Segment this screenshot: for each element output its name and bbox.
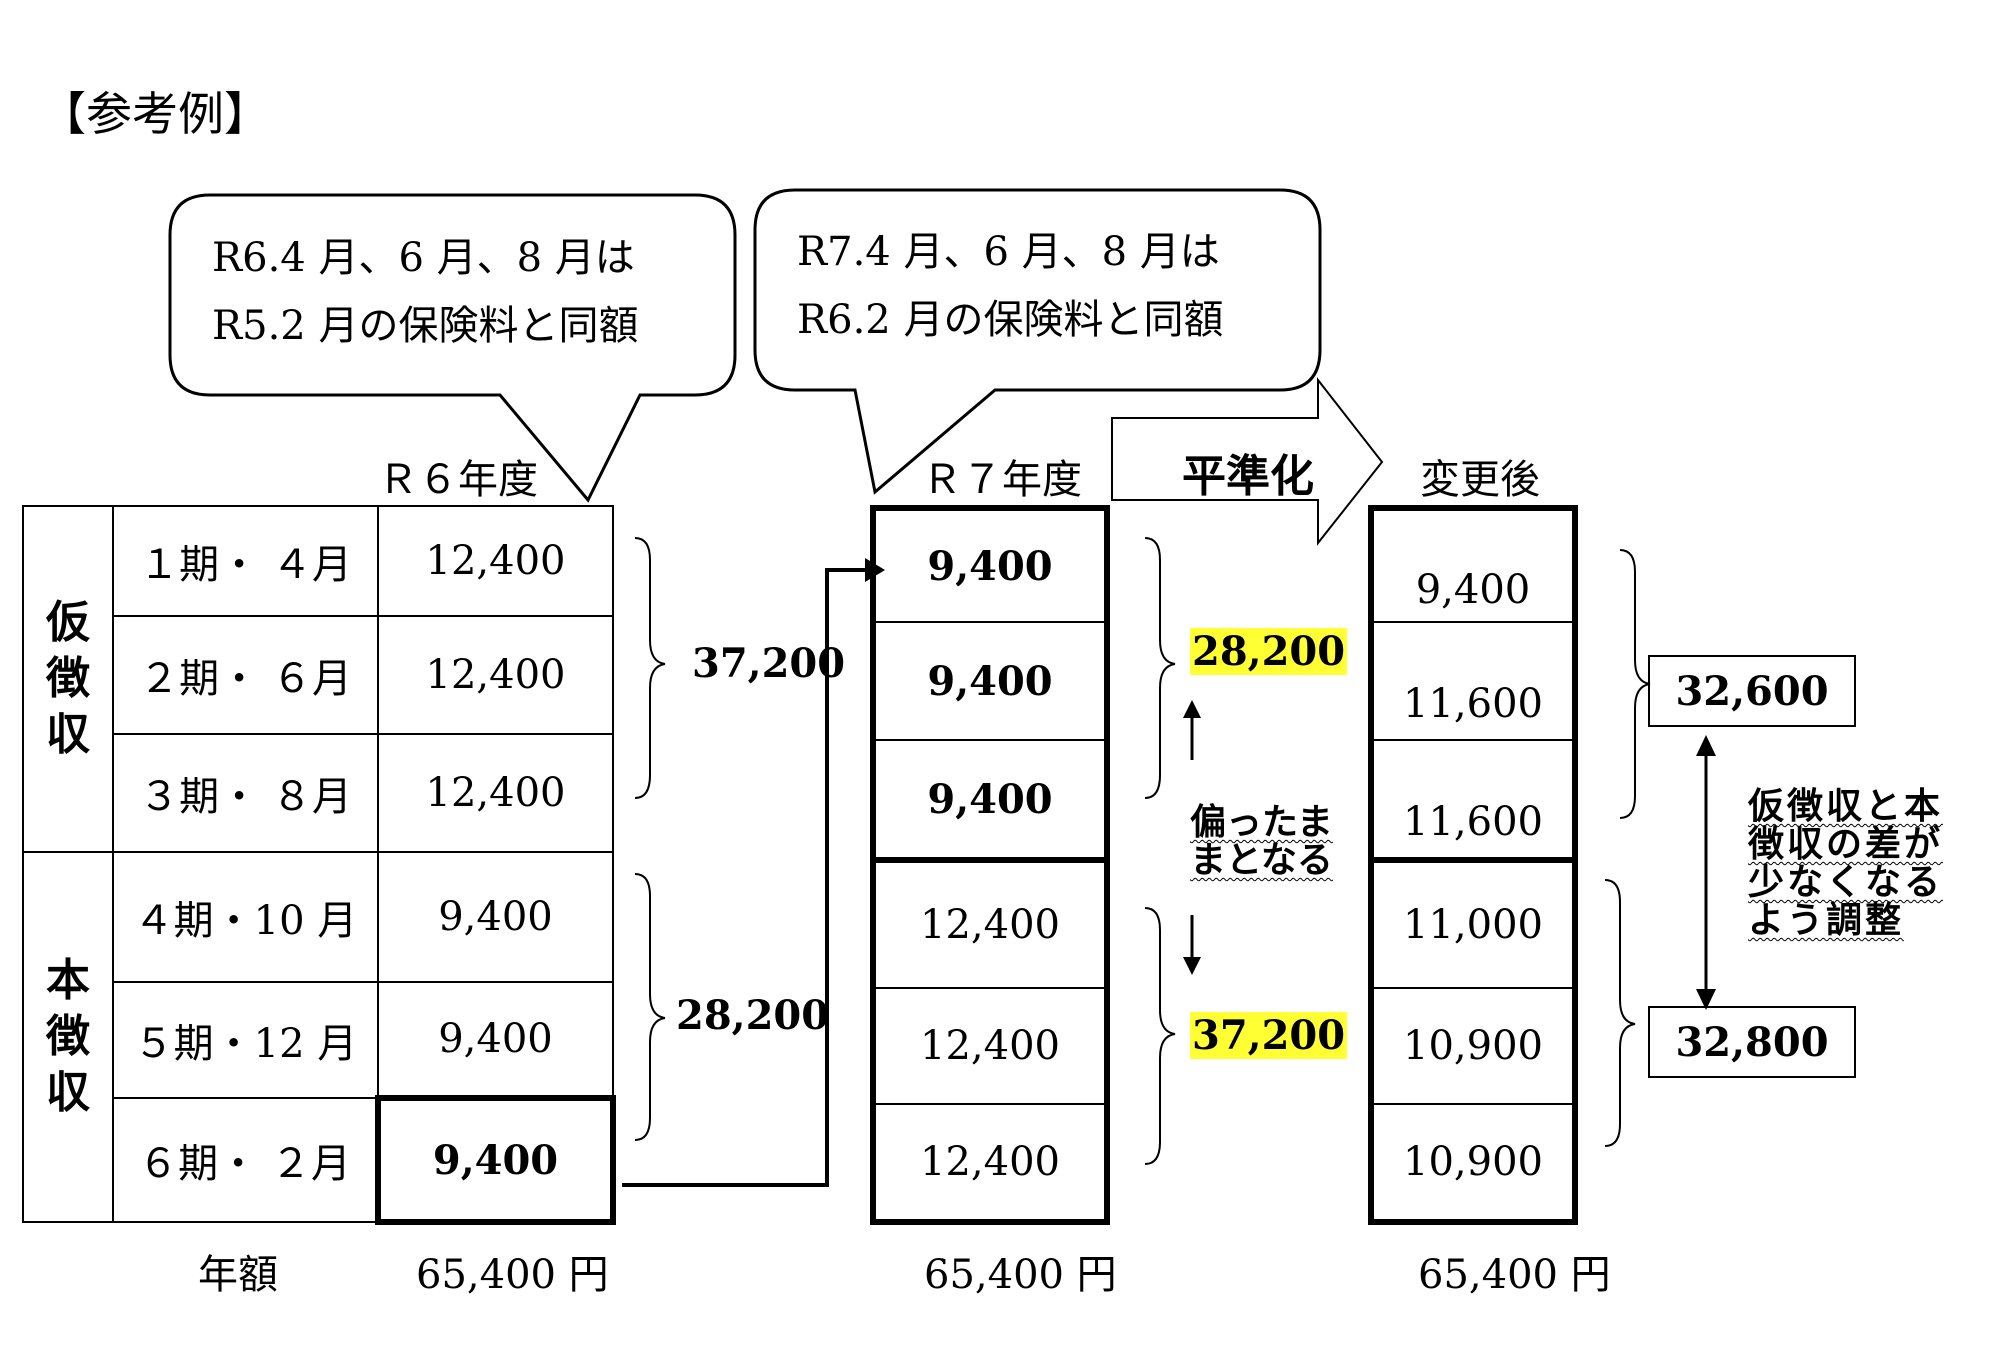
group-label-char: 本: [46, 955, 90, 1006]
r7-value: 9,400: [876, 621, 1104, 739]
r6-value: 12,400: [377, 733, 614, 853]
brace-r7-main: [1144, 907, 1176, 1165]
changed-value: 10,900: [1374, 987, 1572, 1103]
group-provisional-label: 仮徴収: [24, 595, 112, 763]
r6-value: 12,400: [377, 505, 614, 617]
r7-sum-provisional: 28,200: [1190, 628, 1348, 675]
group-provisional: 仮徴収: [22, 505, 114, 853]
changed-value: 11,000: [1374, 857, 1572, 987]
table-row: ５期・12 月 9,400: [23, 981, 614, 1099]
up-arrowhead: [1183, 700, 1201, 718]
bubble-r6-line1: R6.4 月、6 月、8 月は: [212, 235, 635, 281]
changed-value: 10,900: [1374, 1103, 1572, 1219]
r6-sum-main: 28,200: [676, 992, 830, 1039]
group-label-char: 徴: [46, 1011, 90, 1062]
r7-sum-main-value: 37,200: [1190, 1012, 1348, 1059]
group-main-label: 本徴収: [24, 953, 112, 1121]
r6-sum-provisional: 37,200: [692, 640, 846, 687]
brace-r7-provisional: [1144, 537, 1176, 799]
changed-sum-main: 32,800: [1648, 1006, 1856, 1078]
column-title-r7: Ｒ７年度: [922, 457, 1082, 503]
column-title-changed: 変更後: [1420, 457, 1540, 503]
leveling-arrow: [1111, 377, 1384, 546]
table-row: ３期・ ８月 12,400: [23, 733, 614, 853]
group-label-char: 収: [46, 1067, 90, 1118]
speech-bubble-r6: [168, 193, 737, 503]
changed-sum-provisional: 32,600: [1648, 655, 1856, 727]
period-label: ２期・ ６月: [112, 615, 379, 735]
r6-value: 9,400: [377, 851, 614, 983]
adjust-note-line4: よう調整: [1748, 900, 1905, 941]
brace-r6-provisional: [634, 537, 666, 799]
table-row: ２期・ ６月 12,400: [23, 615, 614, 735]
period-label: ４期・10 月: [112, 851, 379, 983]
table-row: 仮徴収 １期・ ４月 12,400: [22, 505, 614, 853]
r7-column: 9,400 9,400 9,400 12,400 12,400 12,400: [870, 505, 1110, 1225]
biased-note-line2: まとなる: [1190, 840, 1333, 881]
brace-changed-main: [1604, 879, 1636, 1147]
table-row: 本徴収 ４期・10 月 9,400: [22, 851, 614, 1223]
group-label-char: 仮: [46, 597, 90, 648]
group-label-char: 徴: [46, 653, 90, 704]
period-label: ３期・ ８月: [112, 733, 379, 853]
annual-label: 年額: [198, 1252, 278, 1298]
table-row: ６期・ ２月 9,400: [23, 1095, 616, 1225]
speech-bubble-r7: [753, 188, 1322, 495]
brace-changed-provisional: [1619, 549, 1651, 819]
adjust-note: 仮徴収と本 徴収の差が 少なくなる よう調整: [1748, 788, 1943, 940]
carry-over-connector: [622, 568, 868, 1187]
bubble-r7-line1: R7.4 月、6 月、8 月は: [797, 229, 1220, 275]
r6-value: 12,400: [377, 615, 614, 735]
group-main: 本徴収: [22, 851, 114, 1223]
biased-note-line1: 偏ったま: [1190, 802, 1333, 843]
r7-value: 9,400: [876, 739, 1104, 857]
annual-r6: 65,400 円: [416, 1252, 609, 1298]
r6-value: 9,400: [377, 981, 614, 1099]
double-arrow-top-head: [1696, 735, 1716, 756]
r6-value-highlighted: 9,400: [375, 1095, 616, 1225]
bubble-r6-line2: R5.2 月の保険料と同額: [212, 303, 639, 349]
bubble-r7-line2: R6.2 月の保険料と同額: [797, 297, 1224, 343]
column-title-r6: Ｒ６年度: [378, 457, 538, 503]
biased-note: 偏ったま まとなる: [1190, 804, 1333, 880]
r7-sum-main: 37,200: [1190, 1012, 1348, 1059]
brace-r6-main: [634, 873, 666, 1141]
annual-r7: 65,400 円: [924, 1252, 1117, 1298]
bubble-r7-text: R7.4 月、6 月、8 月は R6.2 月の保険料と同額: [797, 218, 1223, 354]
changed-column: 9,400 11,600 11,600 11,000 10,900 10,900: [1368, 505, 1578, 1225]
changed-value: 11,600: [1374, 621, 1572, 739]
r7-value: 12,400: [876, 857, 1104, 987]
r7-value: 12,400: [876, 1103, 1104, 1219]
changed-value: 11,600: [1374, 739, 1572, 857]
double-arrow-bottom-head: [1696, 989, 1716, 1010]
r7-sum-provisional-value: 28,200: [1190, 628, 1348, 675]
period-label: ５期・12 月: [112, 981, 379, 1099]
changed-value: 9,400: [1415, 567, 1531, 613]
bubble-r6-text: R6.4 月、6 月、8 月は R5.2 月の保険料と同額: [212, 224, 638, 360]
adjust-note-line2: 徴収の差が: [1748, 824, 1944, 865]
group-label-char: 収: [46, 709, 90, 760]
r7-value: 12,400: [876, 987, 1104, 1103]
down-arrowhead: [1183, 957, 1201, 975]
r6-table: 仮徴収 １期・ ４月 12,400 ２期・ ６月 12,400 ３期・ ８月 1…: [22, 505, 616, 1225]
page-heading: 【参考例】: [40, 87, 270, 141]
adjust-note-line1: 仮徴収と本: [1748, 786, 1944, 827]
leveling-label: 平準化: [1182, 451, 1314, 502]
adjust-note-line3: 少なくなる: [1748, 862, 1944, 903]
r7-value: 9,400: [927, 542, 1053, 590]
annual-changed: 65,400 円: [1418, 1252, 1611, 1298]
period-label: １期・ ４月: [112, 505, 379, 617]
period-label: ６期・ ２月: [112, 1097, 379, 1223]
